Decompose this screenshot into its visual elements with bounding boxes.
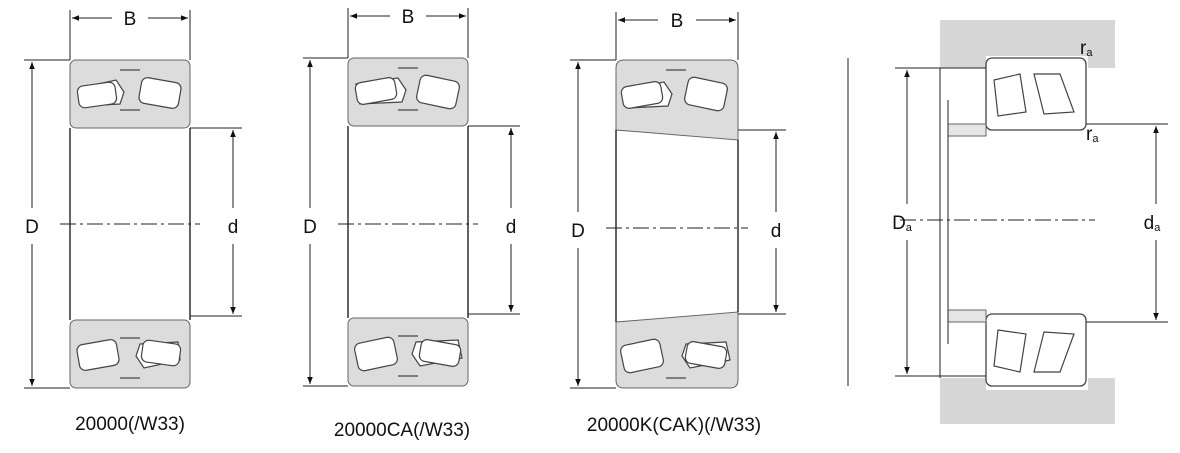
bore-diameter-label: d [771, 221, 782, 242]
bearing-bottom-section [615, 311, 739, 389]
figure-tapered-bore-bearing: B D d 20000K(CAK)(/W33) [570, 11, 786, 436]
width-label: B [124, 9, 137, 30]
width-label: B [402, 7, 415, 28]
figure-caption: 20000(/W33) [75, 414, 185, 435]
figure-standard-bearing: B D d 20000(/W33) [24, 9, 242, 435]
housing-section [939, 20, 1115, 424]
width-label: B [671, 11, 684, 32]
bore-diameter-label: d [506, 217, 517, 238]
bearing-bottom-section [985, 313, 1087, 387]
bore-diameter-label: d [228, 217, 239, 238]
bearing-top-section [347, 57, 469, 127]
bearing-top-section [985, 57, 1087, 131]
figure-mounting-dimensions: Da da ra ra [847, 20, 1168, 424]
housing-diameter-label: Da [892, 213, 913, 234]
figure-ca-bearing: B D d 20000CA(/W33) [303, 7, 520, 441]
figure-caption: 20000K(CAK)(/W33) [587, 415, 761, 436]
figure-caption: 20000CA(/W33) [334, 420, 470, 441]
outer-diameter-label: D [571, 221, 585, 242]
fillet-radius-bottom-label: ra [1086, 124, 1099, 145]
bearing-bottom-section [69, 319, 191, 389]
fillet-radius-top-label: ra [1080, 38, 1093, 59]
bearing-top-section [69, 59, 191, 129]
outer-diameter-label: D [25, 217, 39, 238]
outer-diameter-label: D [303, 217, 317, 238]
shaft-diameter-label: da [1144, 213, 1162, 234]
bearing-top-section [615, 59, 739, 141]
bearing-bottom-section [347, 317, 469, 387]
